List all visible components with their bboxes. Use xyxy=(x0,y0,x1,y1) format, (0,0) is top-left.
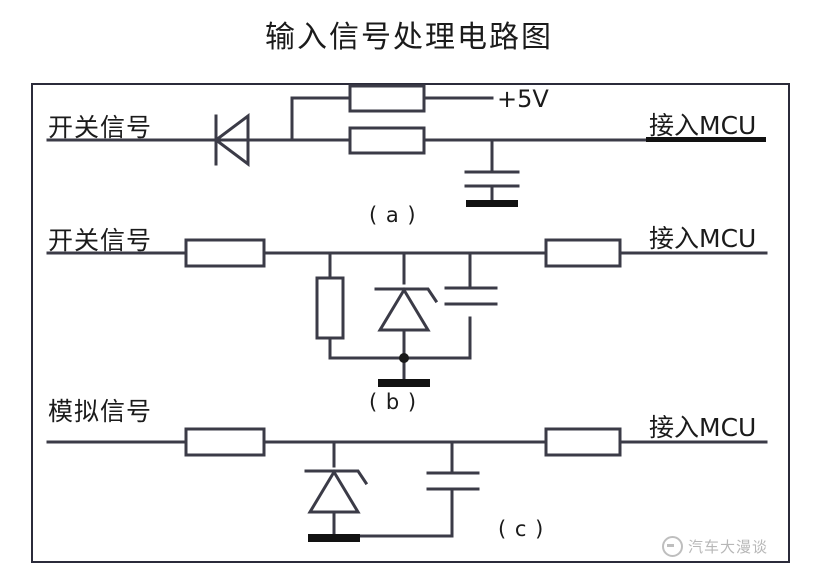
circuit-c-input-label: 模拟信号 xyxy=(48,397,153,426)
watermark: 汽车大漫谈 xyxy=(662,533,792,559)
circuit-a-output-label: 接入MCU xyxy=(649,111,757,140)
watermark-logo-icon xyxy=(662,535,683,557)
circuit-c-output-label: 接入MCU xyxy=(649,413,757,442)
circuit-a-supply-label: +5V xyxy=(497,85,549,113)
page-title: 输入信号处理电路图 xyxy=(265,20,553,55)
circuit-c-caption: ( c ) xyxy=(498,517,545,541)
circuit-b-input-label: 开关信号 xyxy=(48,226,153,255)
circuit-a-caption: ( a ) xyxy=(369,203,417,227)
diagram-frame xyxy=(31,83,790,563)
circuit-a-input-label: 开关信号 xyxy=(48,113,153,142)
watermark-text: 汽车大漫谈 xyxy=(688,537,769,556)
circuit-b-caption: ( b ) xyxy=(369,390,418,414)
circuit-b-output-label: 接入MCU xyxy=(649,224,757,253)
